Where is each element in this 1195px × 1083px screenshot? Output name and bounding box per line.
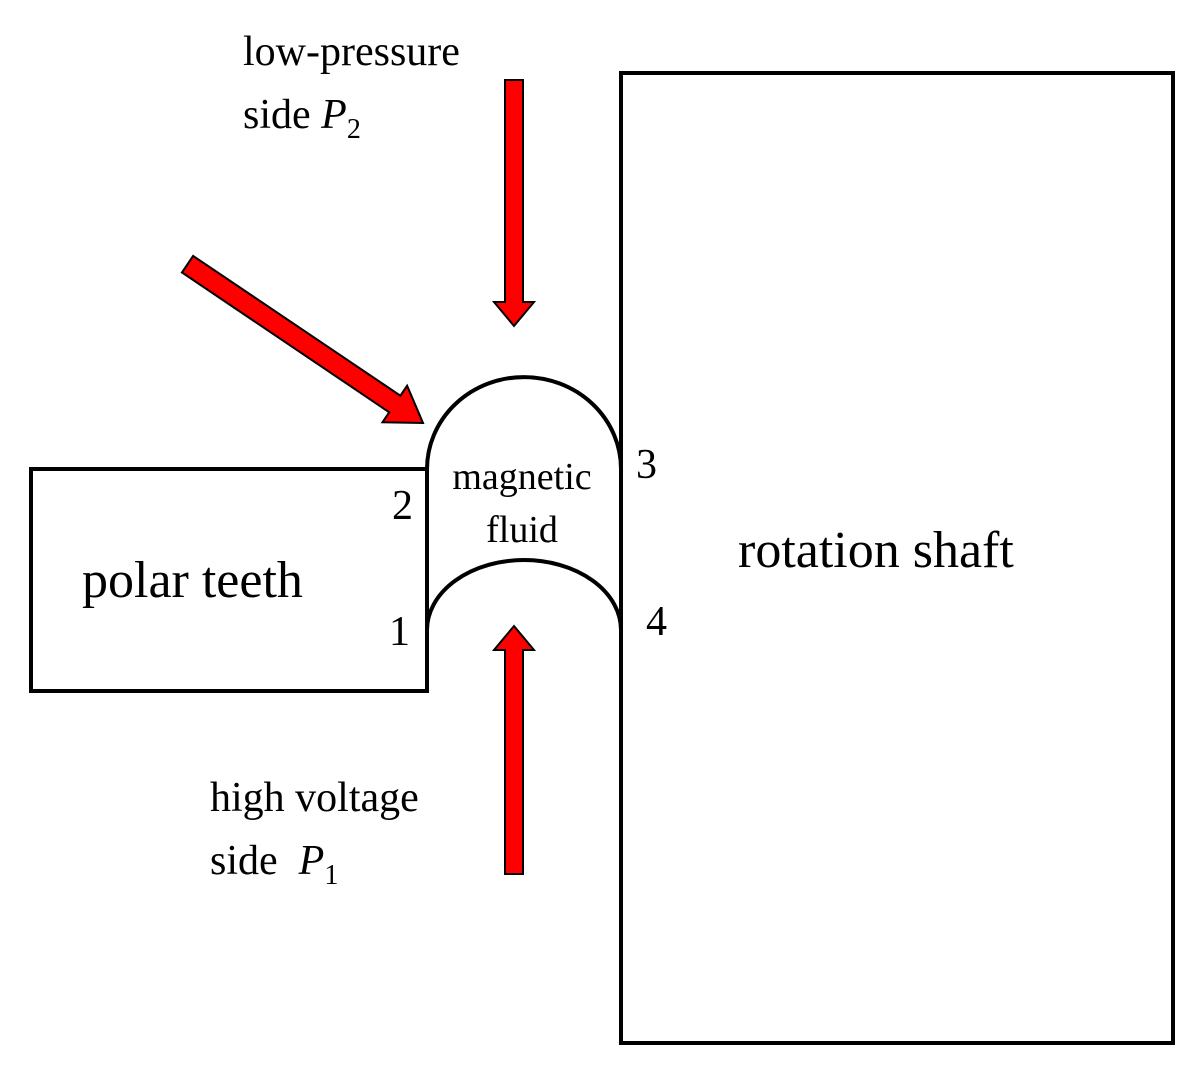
magnetic-fluid-label-line1: magnetic — [452, 456, 591, 498]
magnetic-fluid-lower-arc — [425, 558, 623, 631]
high-voltage-label-line2: side P1 — [210, 838, 338, 891]
high-voltage-label-line1: high voltage — [210, 775, 419, 821]
point-1-label: 1 — [389, 609, 410, 655]
point-2-label: 2 — [392, 483, 413, 529]
rotation-shaft-label: rotation shaft — [738, 522, 1014, 579]
rotation-shaft-block — [619, 71, 1175, 1045]
magnetic-fluid-upper-arc — [425, 375, 623, 470]
point-4-label: 4 — [646, 599, 667, 645]
low-pressure-label-line1: low-pressure — [243, 29, 460, 75]
arrow-diagonal-icon — [180, 254, 425, 425]
polar-teeth-block — [29, 467, 429, 693]
polar-teeth-label: polar teeth — [82, 552, 303, 609]
point-3-label: 3 — [636, 442, 657, 488]
arrow-down-icon — [491, 79, 537, 328]
low-pressure-label-line2: side P2 — [243, 92, 361, 145]
arrow-up-icon — [491, 624, 537, 875]
magnetic-fluid-label-line2: fluid — [486, 509, 558, 551]
